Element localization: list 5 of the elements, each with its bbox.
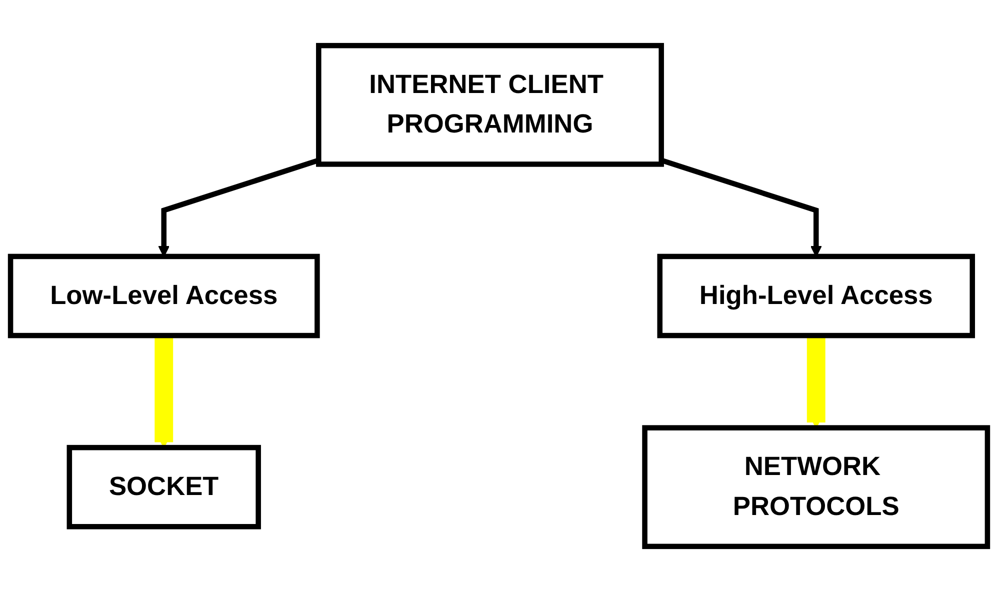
node-box: High-Level Access xyxy=(657,254,975,338)
node-box: NETWORK PROTOCOLS xyxy=(642,425,990,550)
node-box: SOCKET xyxy=(66,444,261,530)
node-box: INTERNET CLIENT PROGRAMMING xyxy=(316,42,664,167)
node-box: Low-Level Access xyxy=(8,254,320,338)
